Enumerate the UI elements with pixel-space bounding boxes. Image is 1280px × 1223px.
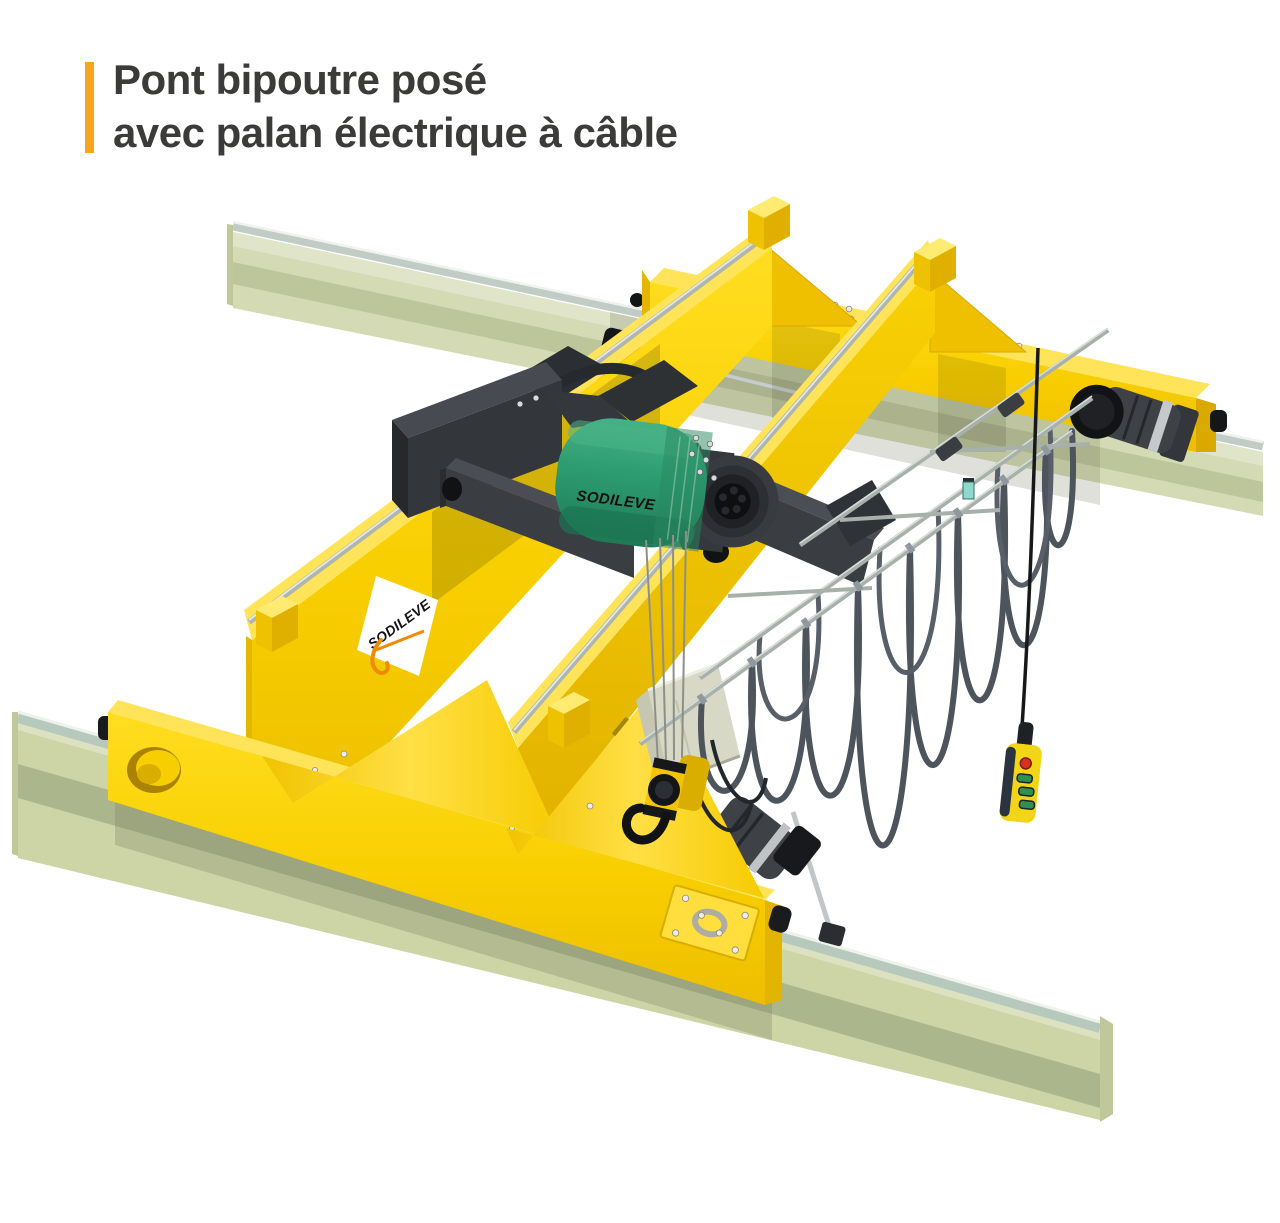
runway-end-face bbox=[1100, 1016, 1113, 1122]
carriage-shadow-on-runway bbox=[115, 800, 772, 1040]
pendant-down-button bbox=[1017, 786, 1035, 797]
sticker-underline bbox=[375, 629, 425, 652]
conduit-foot bbox=[818, 921, 846, 947]
hook-block bbox=[622, 530, 710, 845]
rail-stop-rear-far bbox=[914, 238, 956, 292]
trolley-buffer-left bbox=[442, 477, 462, 501]
festoon-junction-top bbox=[963, 478, 974, 484]
festoon-system bbox=[638, 327, 1110, 849]
rail-stop-front-near bbox=[256, 596, 298, 652]
pendant-control bbox=[999, 347, 1042, 823]
girder-support-plates bbox=[262, 680, 764, 898]
end-carriage-plate bbox=[659, 884, 760, 962]
page-title: Pont bipoutre posé avec palan électrique… bbox=[113, 53, 678, 159]
title-line-2: avec palan électrique à câble bbox=[113, 109, 678, 156]
travel-motor-far-right bbox=[1069, 384, 1199, 462]
festoon-clamps bbox=[696, 444, 1052, 705]
festoon-junction-box bbox=[962, 481, 975, 500]
hoist-drum: SODILEVE bbox=[555, 418, 713, 552]
buffer-near-right bbox=[768, 905, 792, 933]
title-accent-bar bbox=[85, 62, 94, 153]
pendant-gland bbox=[1016, 721, 1034, 751]
title-line-1: Pont bipoutre posé bbox=[113, 56, 487, 103]
sticker-hook-icon bbox=[370, 638, 390, 675]
rail-stop-rear-near bbox=[548, 692, 590, 748]
hoist: SODILEVE bbox=[544, 360, 779, 553]
rail-stop-front-far bbox=[748, 196, 790, 250]
title-block: Pont bipoutre posé avec palan électrique… bbox=[85, 56, 678, 159]
wire-ropes bbox=[645, 530, 687, 765]
pendant-up-button bbox=[1016, 773, 1034, 784]
buffer-far-left bbox=[630, 293, 644, 307]
pendant-aux-button bbox=[1018, 799, 1036, 810]
travel-motor-near bbox=[711, 796, 821, 880]
wheel-access-recess bbox=[127, 747, 181, 793]
sodileve-sticker: SODILEVE bbox=[357, 576, 438, 676]
buffer-far-right bbox=[1210, 410, 1227, 432]
pendant-cable bbox=[1019, 347, 1040, 743]
hoist-flange-bolts bbox=[688, 434, 718, 482]
pendant-stop-button bbox=[1019, 757, 1033, 770]
hook-icon bbox=[622, 803, 671, 845]
